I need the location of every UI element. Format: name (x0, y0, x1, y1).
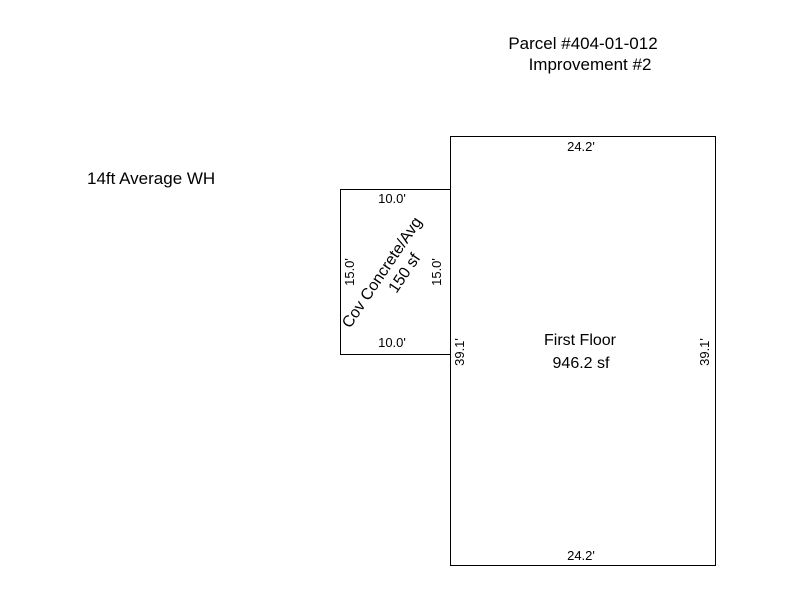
first-floor-area: 946.2 sf (553, 355, 610, 372)
wall-height-note: 14ft Average WH (87, 169, 215, 188)
porch-outline (340, 189, 451, 355)
first-floor-right-dim: 39.1' (697, 338, 712, 366)
first-floor-outline (450, 136, 716, 566)
first-floor-bottom-dim: 24.2' (567, 548, 595, 563)
first-floor-top-dim: 24.2' (567, 139, 595, 154)
porch-left-dim: 15.0' (342, 258, 357, 286)
porch-right-dim: 15.0' (429, 258, 444, 286)
first-floor-left-dim: 39.1' (452, 338, 467, 366)
porch-top-dim: 10.0' (378, 191, 406, 206)
porch-bottom-dim: 10.0' (378, 335, 406, 350)
first-floor-label: First Floor (544, 332, 617, 349)
improvement-number: Improvement #2 (529, 55, 652, 74)
parcel-number: Parcel #404-01-012 (508, 34, 657, 53)
